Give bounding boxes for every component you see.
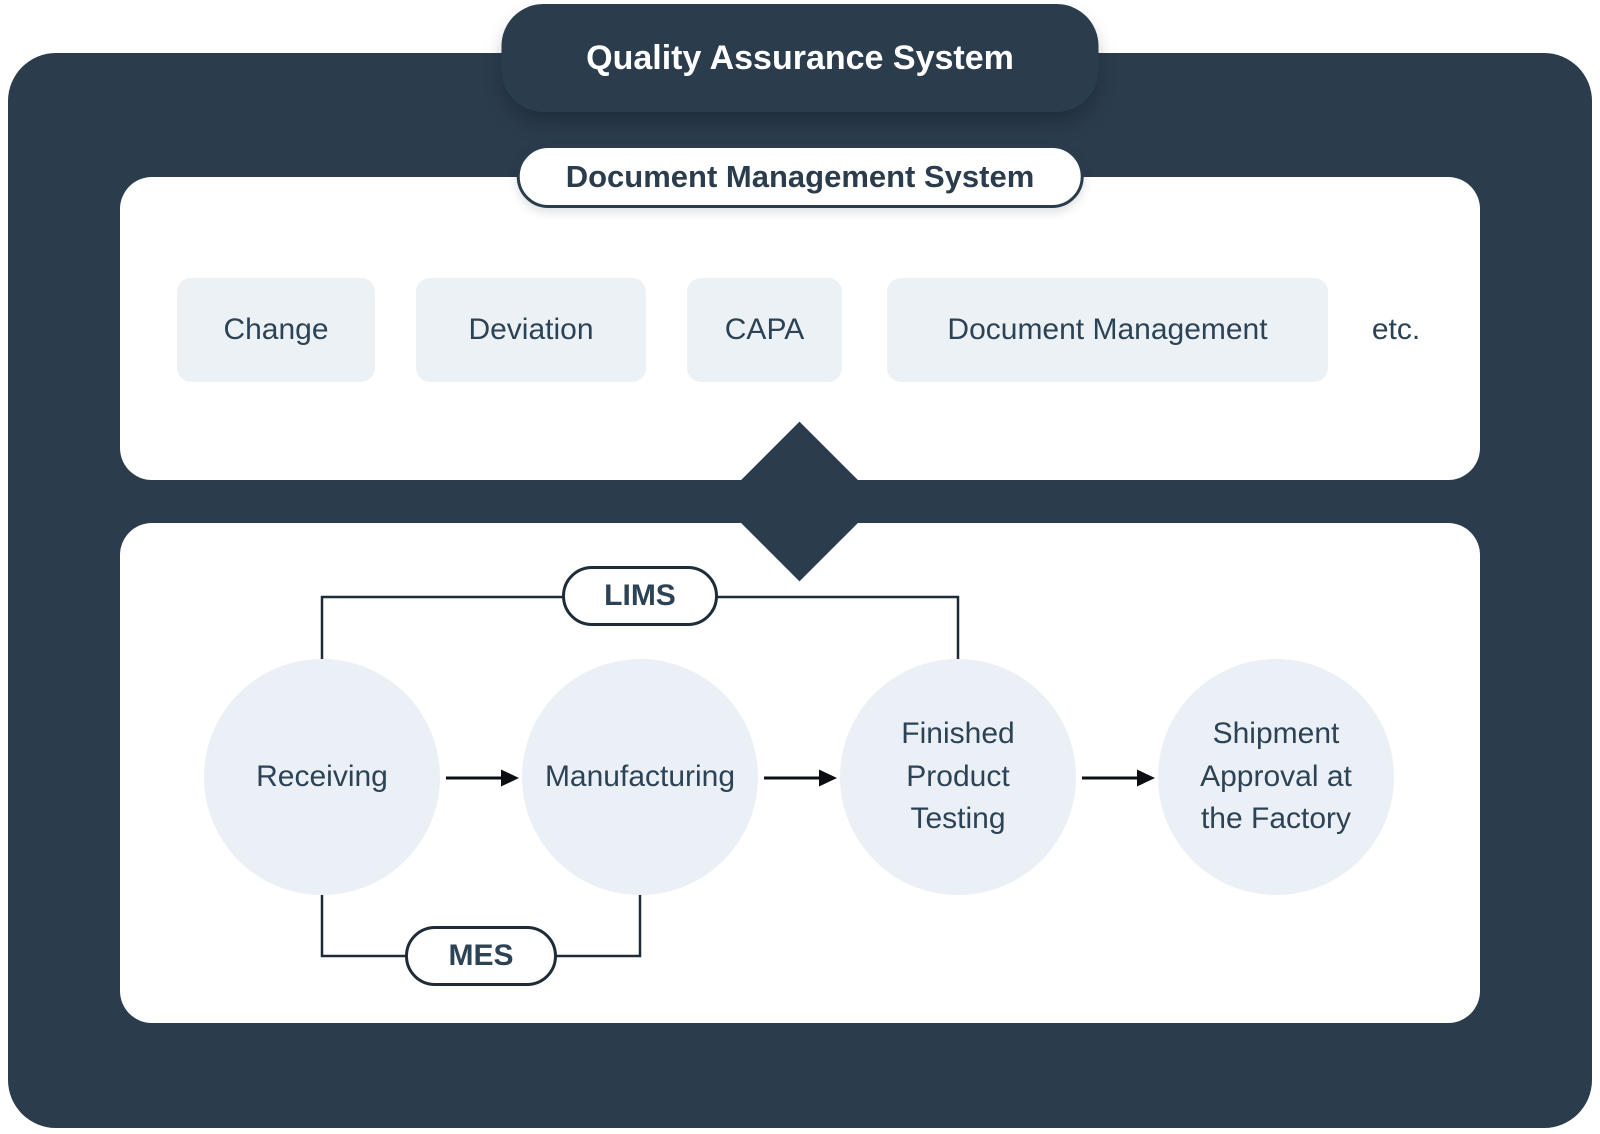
mes-label: MES [448,939,514,972]
chip-capa: CAPA [687,278,842,382]
chip-document-management: Document Management [887,278,1328,382]
flow-step-finished-product-testing: Finished Product Testing [840,659,1076,895]
qa-system-title: Quality Assurance System [586,38,1014,77]
dms-panel-badge: Document Management System [516,145,1084,208]
dms-panel-label: Document Management System [565,158,1035,194]
flow-step-shipment-approval: Shipment Approval at the Factory [1158,659,1394,895]
mes-badge: MES [405,926,557,986]
lims-label: LIMS [604,579,676,612]
chip-deviation: Deviation [416,278,646,382]
flow-step-receiving: Receiving [204,659,440,895]
etc-label: etc. [1371,313,1421,346]
chip-change: Change [177,278,375,382]
qa-system-title-badge: Quality Assurance System [501,4,1099,112]
lims-badge: LIMS [562,566,718,626]
flow-step-manufacturing: Manufacturing [522,659,758,895]
